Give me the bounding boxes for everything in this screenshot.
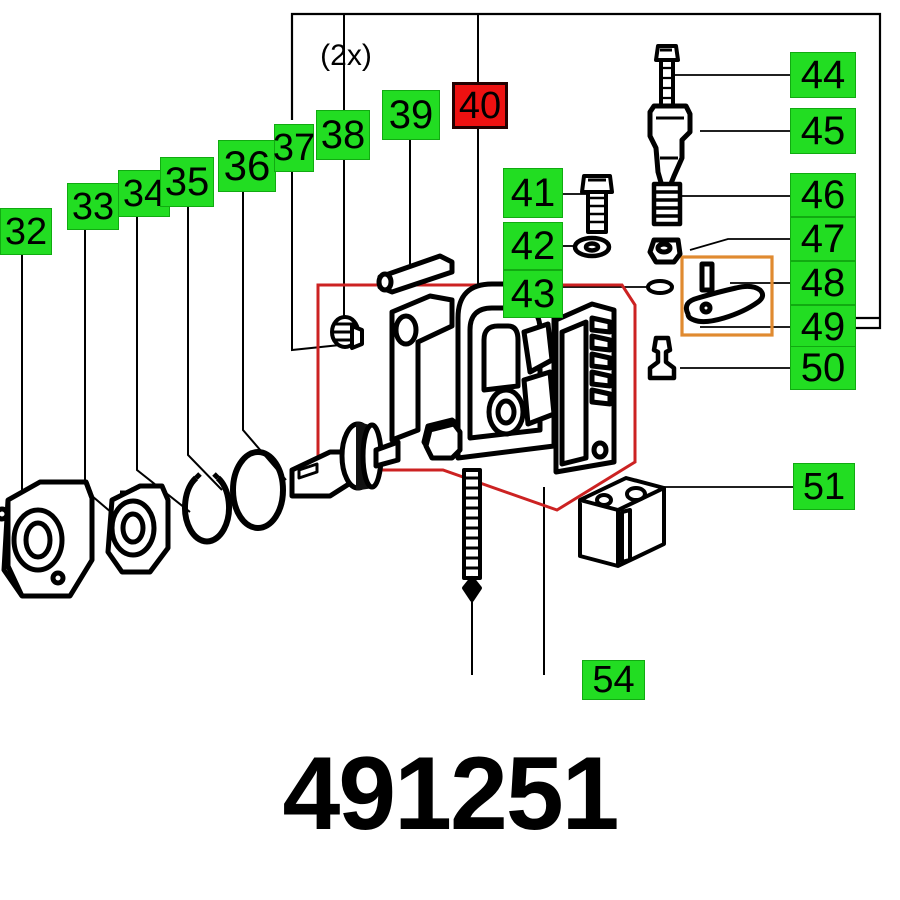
part-spring-coil — [651, 181, 683, 227]
callout-39[interactable]: 39 — [382, 90, 440, 140]
part-small-circlip — [646, 279, 674, 295]
leader-lines-bottom — [471, 487, 545, 675]
callout-35[interactable]: 35 — [160, 157, 214, 207]
part-orange-pin — [699, 261, 715, 293]
part-stud-screw — [330, 315, 364, 350]
part-washer — [572, 235, 612, 259]
callout-41[interactable]: 41 — [503, 168, 563, 218]
callout-42[interactable]: 42 — [503, 222, 563, 270]
part-ball-bearing — [105, 483, 171, 575]
primary-assembly-highlight — [316, 283, 637, 512]
callout-48[interactable]: 48 — [790, 261, 856, 305]
part-main-gear-housing — [389, 281, 617, 475]
callout-49[interactable]: 49 — [790, 305, 856, 349]
callout-50[interactable]: 50 — [790, 346, 856, 390]
callout-38[interactable]: 38 — [316, 110, 370, 160]
part-dowel-pin — [376, 253, 455, 295]
part-number-caption: 491251 — [282, 736, 619, 852]
callout-51[interactable]: 51 — [793, 463, 855, 510]
part-threaded-rod — [462, 468, 482, 602]
callout-54-clipped[interactable]: 54 — [582, 660, 645, 700]
part-o-ring — [230, 449, 286, 531]
part-flange-housing — [0, 479, 95, 599]
outer-bracket-frame — [290, 12, 882, 330]
multiplier-note: (2x) — [320, 39, 372, 72]
callout-36[interactable]: 36 — [218, 140, 276, 192]
callout-43[interactable]: 43 — [503, 270, 563, 318]
part-lever-pawl — [683, 283, 766, 325]
callout-45[interactable]: 45 — [790, 108, 856, 154]
callout-33[interactable]: 33 — [67, 183, 119, 230]
part-small-nut — [647, 237, 683, 265]
leader-lines-right — [625, 74, 793, 488]
part-snap-ring — [182, 472, 232, 545]
callout-47[interactable]: 47 — [790, 217, 856, 261]
part-pan-head-screw — [580, 174, 614, 234]
callout-37[interactable]: 37 — [273, 124, 315, 172]
callout-44[interactable]: 44 — [790, 52, 856, 98]
part-brush-block — [578, 476, 666, 568]
callout-40-selected[interactable]: 40 — [452, 82, 508, 129]
part-pin-fitting — [647, 335, 677, 381]
secondary-parts-highlight — [680, 255, 774, 337]
part-valve-body — [647, 103, 693, 189]
callout-32[interactable]: 32 — [0, 208, 52, 255]
callout-46[interactable]: 46 — [790, 173, 856, 217]
leader-lines-center — [343, 14, 479, 285]
part-shaft-gear — [289, 421, 401, 499]
